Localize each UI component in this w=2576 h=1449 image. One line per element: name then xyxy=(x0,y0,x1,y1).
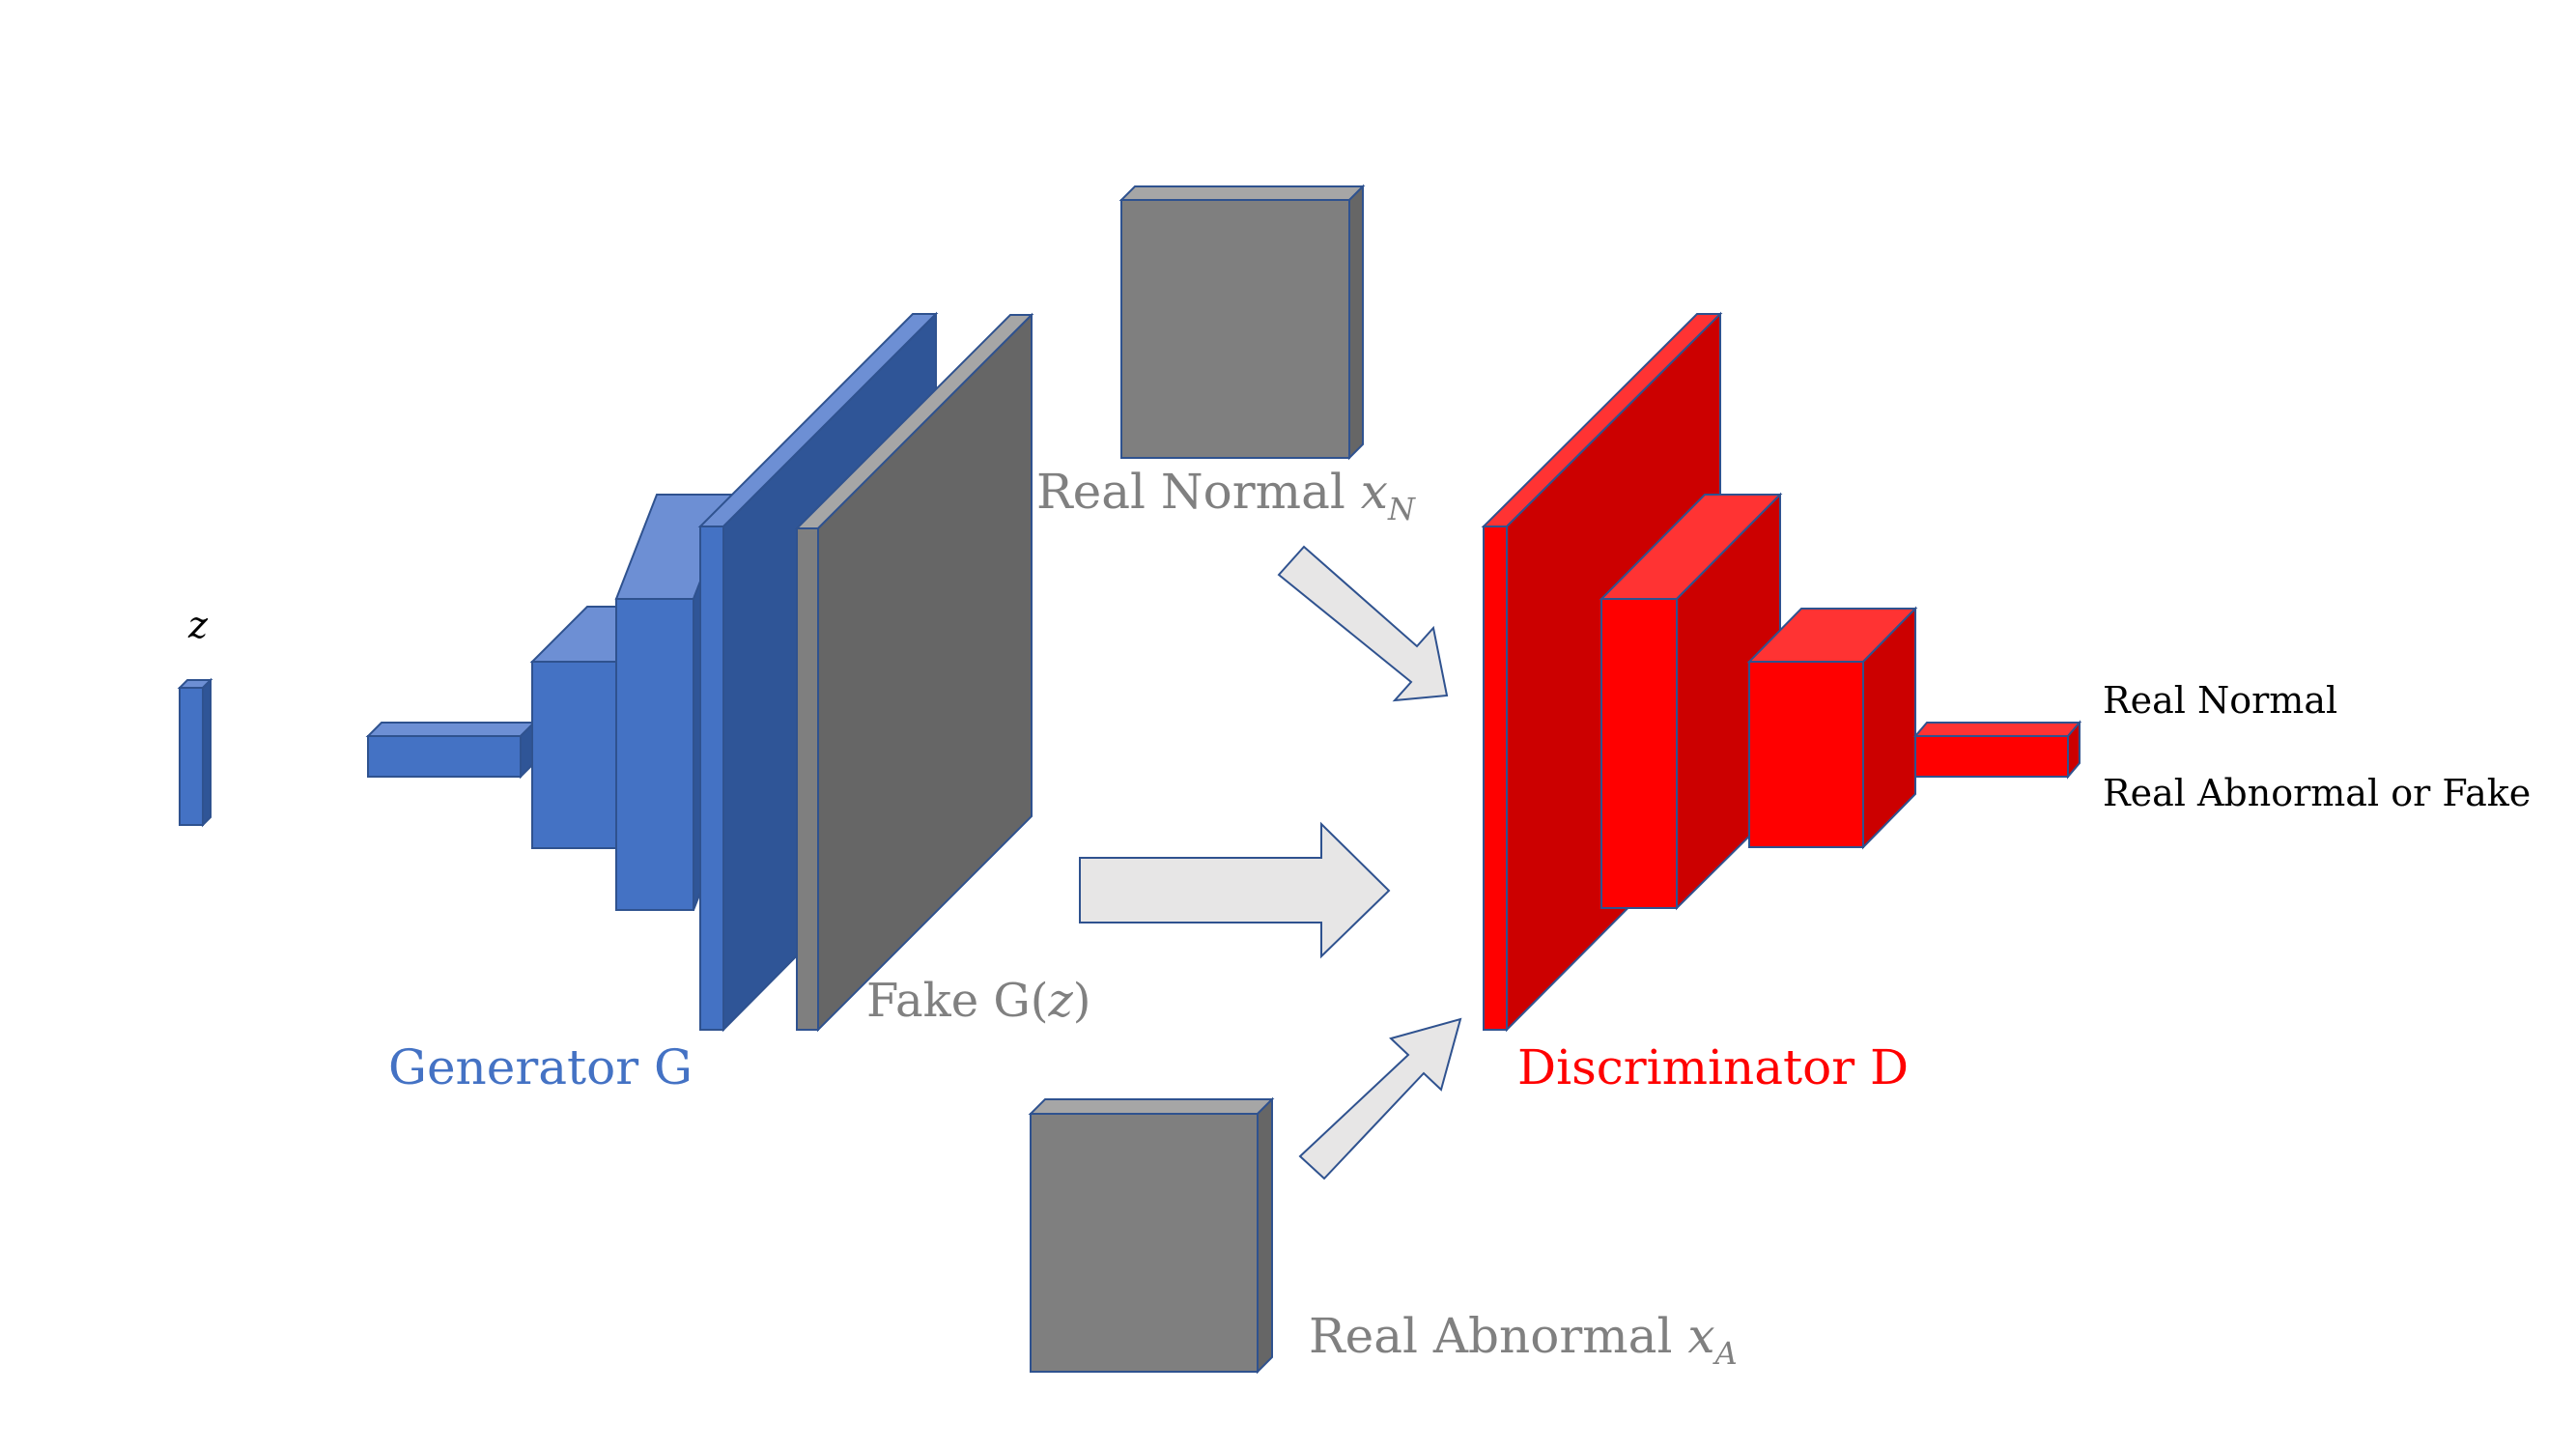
real-abnormal-label: Real Abnormal xA xyxy=(1309,1308,1738,1372)
discriminator-output-bar xyxy=(1912,720,2082,780)
discriminator-network xyxy=(1481,311,2082,1033)
generator-label: Generator G xyxy=(388,1039,693,1095)
latent-vector-block xyxy=(177,677,213,828)
fake-gz-label: Fake G(z) xyxy=(866,974,1091,1028)
real-abnormal-image xyxy=(1028,1096,1275,1375)
real-normal-image xyxy=(1118,184,1366,461)
arrow-real-normal-to-discriminator xyxy=(1277,545,1449,702)
output-real-normal-label: Real Normal xyxy=(2103,679,2337,722)
generator-layer-1 xyxy=(365,720,537,780)
latent-z-label: z xyxy=(187,604,209,646)
arrow-fake-to-discriminator xyxy=(1079,821,1391,959)
discriminator-layer-3 xyxy=(1746,606,1918,850)
output-real-abnormal-or-fake-label: Real Abnormal or Fake xyxy=(2103,772,2531,814)
fake-image-panel xyxy=(794,312,1034,1033)
discriminator-label: Discriminator D xyxy=(1517,1039,1909,1095)
real-normal-label: Real Normal xN xyxy=(1036,464,1416,527)
arrow-real-abnormal-to-discriminator xyxy=(1298,1017,1462,1180)
